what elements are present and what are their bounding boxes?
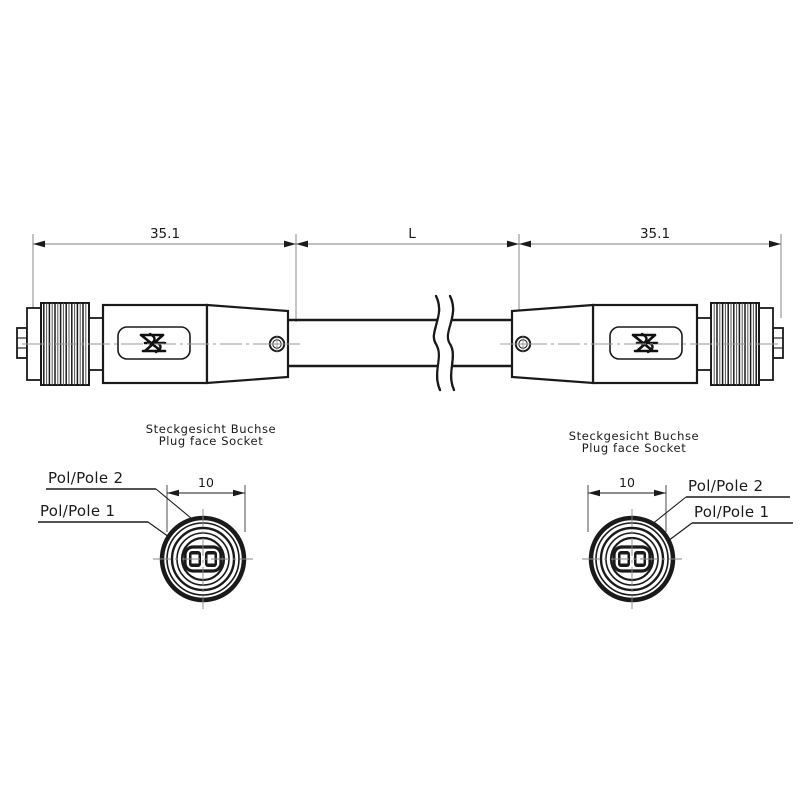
arrow-left-inner-b [296, 240, 308, 248]
left-face-dim-arrow-a [167, 489, 179, 497]
arrow-right-inner-a [507, 240, 519, 248]
left-plug-face-detail: 10 Pol/Pole 2 Pol/Pole 1 [38, 469, 253, 609]
left-end-cap [16, 327, 28, 359]
manufacturer-logo [139, 332, 167, 354]
right-caption: Steckgesicht Buchse Plug face Socket [569, 429, 699, 455]
left-caption-line1: Steckgesicht Buchse [146, 422, 276, 436]
manufacturer-logo [631, 332, 659, 354]
left-face-dim-label: 10 [198, 475, 214, 490]
left-connector [16, 302, 300, 386]
right-callout-pole1-label: Pol/Pole 1 [694, 503, 769, 521]
dimension-label-right: 35.1 [640, 226, 670, 242]
left-callout-pole1-label: Pol/Pole 1 [40, 502, 115, 520]
dimension-label-cable: L [408, 226, 416, 242]
right-face-dim-arrow-b [654, 489, 666, 497]
right-caption-line1: Steckgesicht Buchse [569, 429, 699, 443]
right-plug-face-detail: 10 Pol/Pole 2 Pol/Pole 1 [582, 475, 793, 609]
left-plug-face [153, 509, 253, 609]
left-face-dim-arrow-b [233, 489, 245, 497]
arrow-left-inner-a [284, 240, 296, 248]
dimension-label-left: 35.1 [150, 226, 180, 242]
right-knurl-ribs [713, 303, 757, 385]
arrow-right-outer [769, 240, 781, 248]
cable-break-mask [437, 312, 451, 374]
left-callout-pole2-label: Pol/Pole 2 [48, 469, 123, 487]
cable-run [288, 294, 530, 392]
arrow-left-outer [33, 240, 45, 248]
arrow-right-inner-b [519, 240, 531, 248]
dimension-band: 35.1 L 35.1 [32, 226, 782, 322]
right-plug-face [582, 509, 682, 609]
cable-break-wave-b-top [446, 294, 456, 392]
left-caption-line2: Plug face Socket [159, 434, 264, 448]
right-face-dim-label: 10 [619, 475, 635, 490]
right-end-cap [772, 327, 784, 359]
right-caption-line2: Plug face Socket [582, 441, 687, 455]
left-caption: Steckgesicht Buchse Plug face Socket [146, 422, 276, 448]
cable-break-wave-a-top [432, 294, 442, 392]
right-callout-pole2-label: Pol/Pole 2 [688, 477, 763, 495]
right-face-dim-arrow-a [588, 489, 600, 497]
right-connector [500, 302, 784, 386]
